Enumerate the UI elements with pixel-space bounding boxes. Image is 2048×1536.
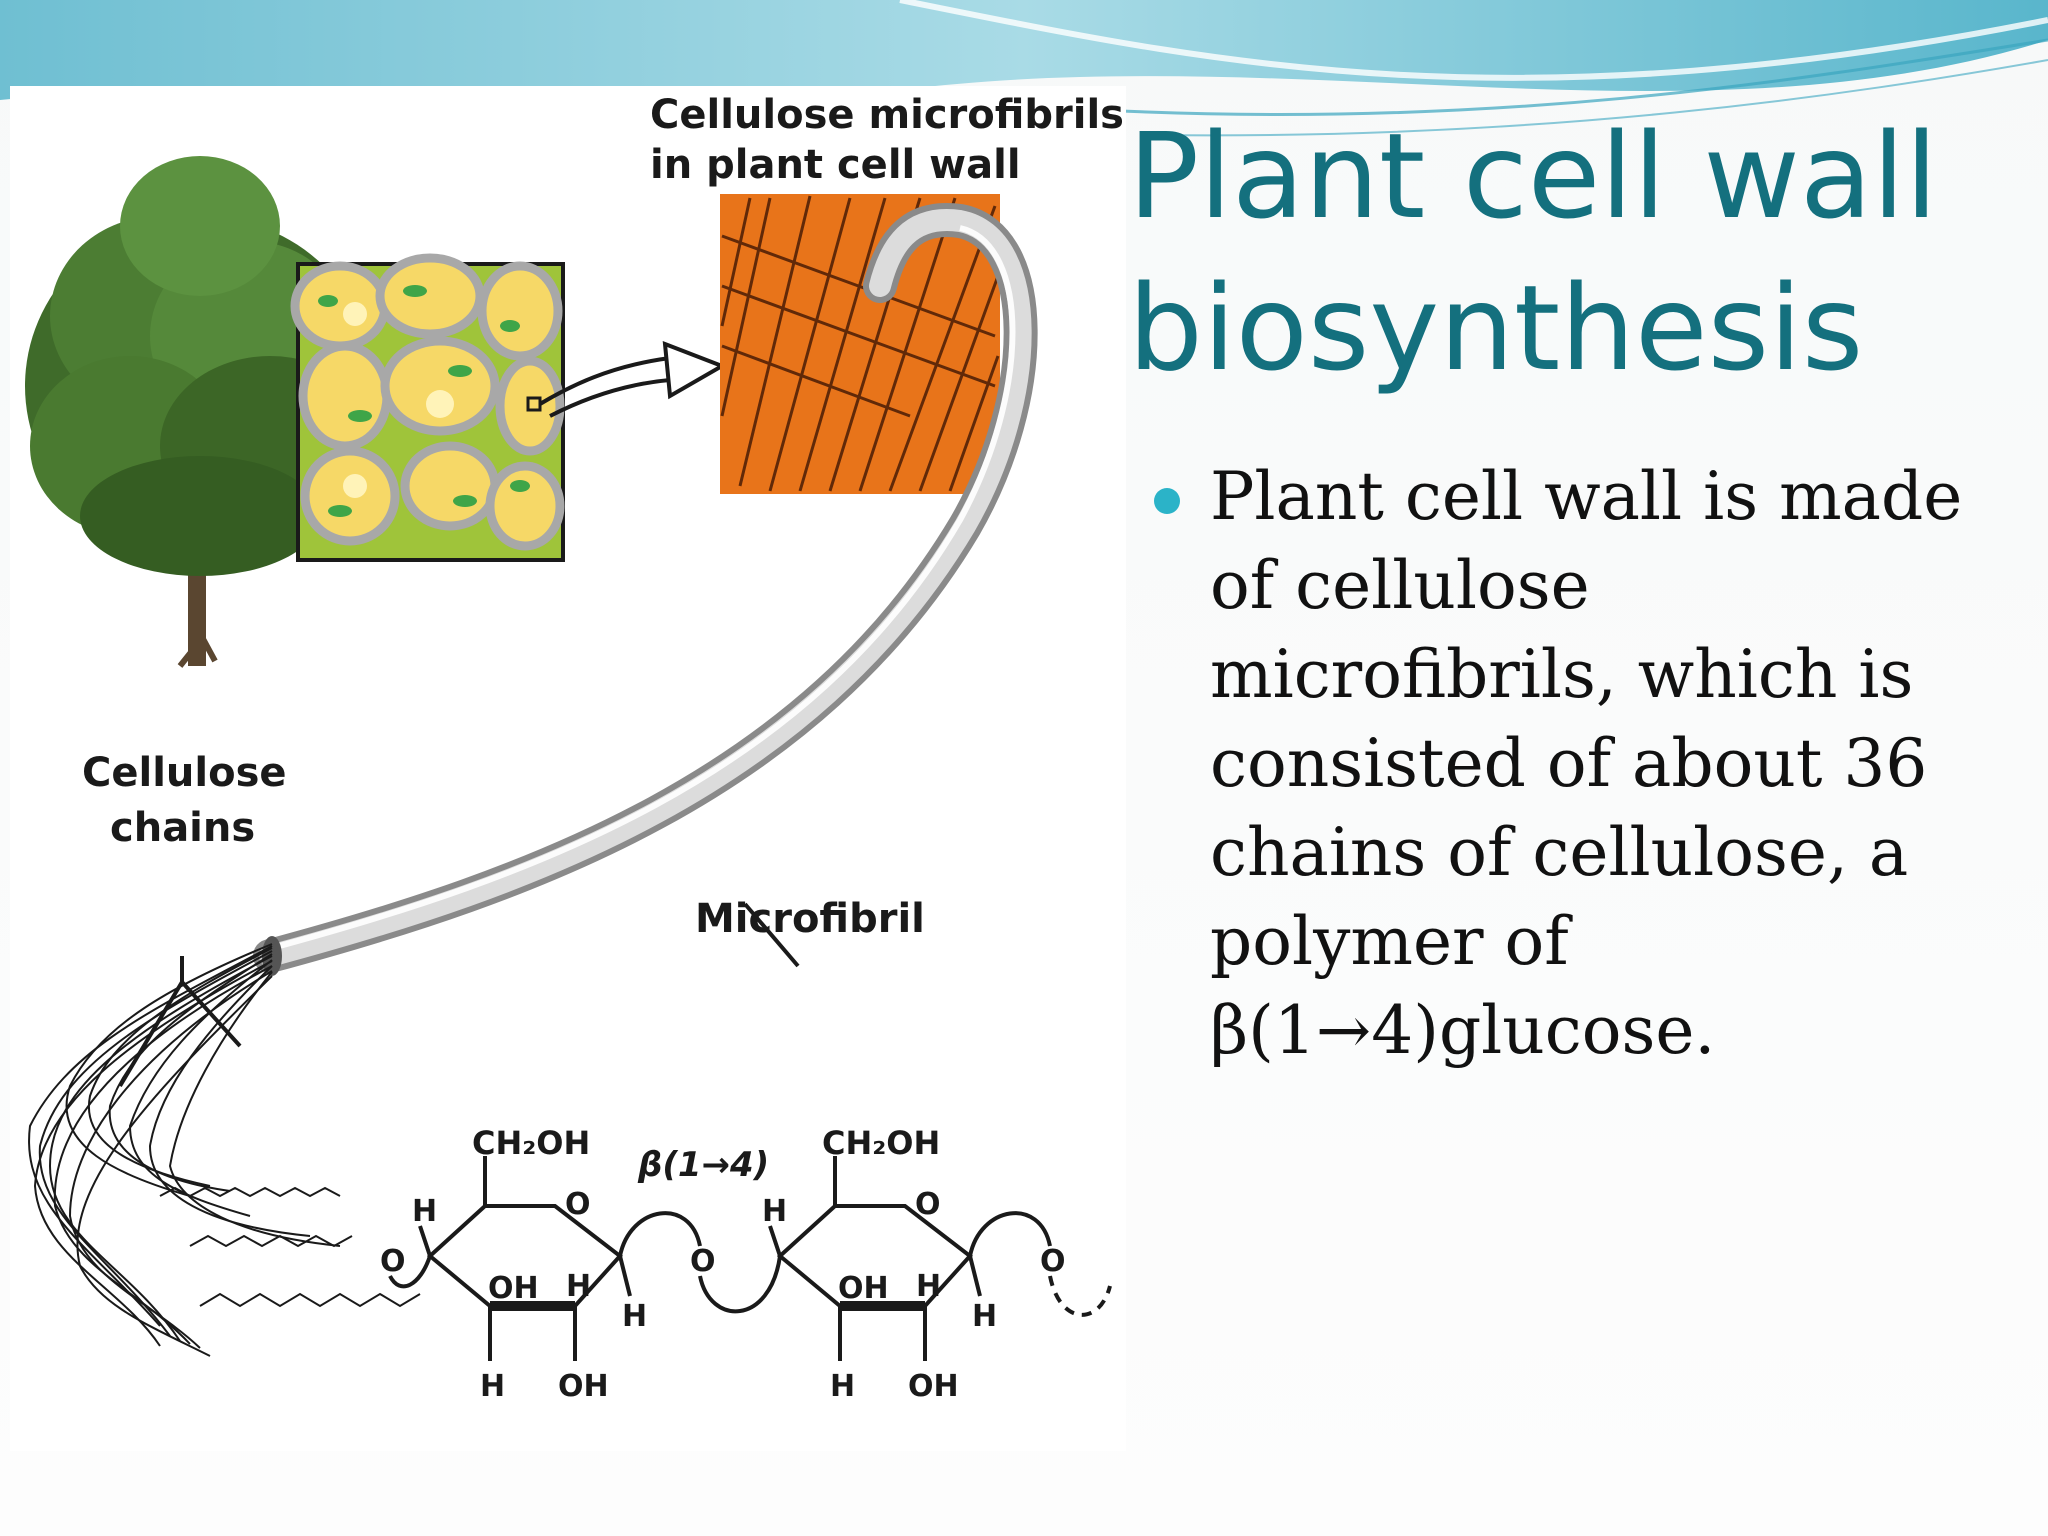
micrograph-image [720, 194, 1000, 494]
label-microfibrils-line2: in plant cell wall [650, 142, 1021, 188]
ring-oxygen-1: O [565, 1187, 591, 1222]
h-label-4: H [762, 1194, 787, 1229]
ring-oxygen-2: O [915, 1187, 941, 1222]
cell-tissue-inset [290, 253, 565, 562]
slide-title-line1: Plant cell wall [1128, 107, 1938, 245]
cellulose-chains-fan [28, 943, 341, 1357]
oh-label-4: OH [908, 1369, 959, 1404]
label-microfibrils-line1: Cellulose microfibrils [650, 92, 1124, 138]
glucose-structure: CH₂OH CH₂OH β(1→4) O O O O O OH OH H H H… [380, 1124, 1112, 1404]
label-microfibril: Microfibril [695, 896, 925, 942]
cellulose-chain-beads [159, 1186, 421, 1308]
glycosidic-oxygen-1: O [690, 1244, 716, 1279]
oh-label-1: OH [488, 1271, 539, 1306]
glycosidic-oxygen-2: O [1040, 1244, 1066, 1279]
h-label-8: H [830, 1369, 855, 1404]
slide-title: Plant cell wall biosynthesis [1128, 100, 2008, 404]
oh-label-2: OH [838, 1271, 889, 1306]
cellulose-diagram: Cellulose microfibrils in plant cell wal… [25, 92, 1124, 1404]
chains-leader-left [118, 980, 184, 1088]
header-wave [0, 0, 2048, 137]
microfibril-leader [743, 902, 800, 968]
ch2oh-label-1: CH₂OH [472, 1124, 590, 1162]
bullet-item: Plant cell wall is made of cellulose mic… [1150, 452, 2010, 1075]
h-label-6: H [972, 1299, 997, 1334]
curved-arrow-icon [538, 340, 727, 418]
ch2oh-label-2: CH₂OH [822, 1124, 940, 1162]
chains-leader-right [180, 980, 242, 1048]
microfibril-tube [253, 203, 1038, 976]
oh-label-3: OH [558, 1369, 609, 1404]
h-label-7: H [480, 1369, 505, 1404]
label-cellulose-chains-line2: chains [110, 805, 255, 851]
bullet-dot-icon [1154, 488, 1180, 514]
beta-linkage-label: β(1→4) [637, 1145, 769, 1185]
slide-title-line2: biosynthesis [1128, 259, 1864, 397]
bullet-list: Plant cell wall is made of cellulose mic… [1150, 452, 2010, 1075]
h-label-3: H [412, 1194, 437, 1229]
label-cellulose-chains-line1: Cellulose [82, 750, 287, 796]
h-label-5: H [622, 1299, 647, 1334]
h-label-1: H [566, 1269, 591, 1304]
glycosidic-oxygen-left: O [380, 1244, 406, 1279]
h-label-2: H [916, 1269, 941, 1304]
figure-panel: Cellulose microfibrils in plant cell wal… [10, 86, 1126, 1451]
bullet-text: Plant cell wall is made of cellulose mic… [1210, 458, 1963, 1069]
